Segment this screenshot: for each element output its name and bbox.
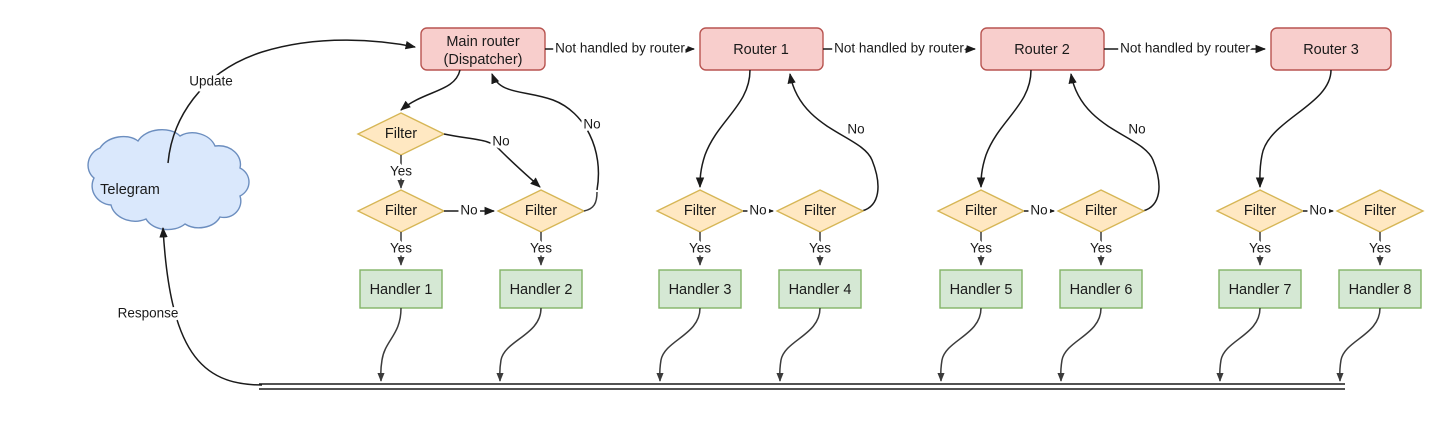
main-router-label-line2: (Dispatcher) xyxy=(444,52,523,68)
edge-label-yes-2: Yes xyxy=(390,241,412,256)
edge-main-to-filter-a xyxy=(400,69,461,111)
filter-e-label: Filter xyxy=(804,203,836,219)
handler-5-label: Handler 5 xyxy=(950,282,1013,298)
handler-2-node[interactable]: Handler 2 xyxy=(499,269,583,309)
edge-label-yes-8: Yes xyxy=(1249,241,1271,256)
router-3-label: Router 3 xyxy=(1303,42,1359,58)
edge-label-yes-9: Yes xyxy=(1369,241,1391,256)
edge-filter-c-no-to-main xyxy=(491,73,600,191)
edge-label-response: Response xyxy=(118,306,179,321)
filter-a-label: Filter xyxy=(385,126,417,142)
filter-g-label: Filter xyxy=(1085,203,1117,219)
edge-router3-to-filter-h xyxy=(1255,69,1332,189)
handler-7-box[interactable] xyxy=(1218,269,1302,309)
edge-handler-8-to-bus xyxy=(1336,307,1381,382)
handler-1-label: Handler 1 xyxy=(370,282,433,298)
edge-label-not-handled-1: Not handled by router xyxy=(555,41,685,56)
handler-7-label: Handler 7 xyxy=(1229,282,1292,298)
edge-label-no-r2-2: No xyxy=(1128,122,1145,137)
edge-label-no-main-3: No xyxy=(583,117,600,132)
handler-8-label: Handler 8 xyxy=(1349,282,1412,298)
handler-4-label: Handler 4 xyxy=(789,282,852,298)
edge-label-yes-6: Yes xyxy=(970,241,992,256)
handler-3-node[interactable]: Handler 3 xyxy=(658,269,742,309)
edge-label-update: Update xyxy=(189,74,233,89)
edge-label-no-main-2: No xyxy=(460,203,477,218)
router-2-node[interactable]: Router 2 xyxy=(980,27,1105,71)
edge-router2-to-filter-f xyxy=(976,69,1032,189)
filter-c-node[interactable]: Filter xyxy=(496,189,586,233)
main-router-node[interactable]: Main router (Dispatcher) xyxy=(420,27,546,71)
edge-label-yes-1: Yes xyxy=(390,164,412,179)
edge-label-no-main-1: No xyxy=(492,134,509,149)
filter-h-label: Filter xyxy=(1244,203,1276,219)
edge-handler-2-to-bus xyxy=(496,307,542,382)
filter-a-node[interactable]: Filter xyxy=(356,112,446,156)
filter-i-label: Filter xyxy=(1364,203,1396,219)
handler-3-box[interactable] xyxy=(658,269,742,309)
filter-f-node[interactable]: Filter xyxy=(936,189,1026,233)
edge-label-yes-7: Yes xyxy=(1090,241,1112,256)
handler-1-box[interactable] xyxy=(359,269,443,309)
edge-update xyxy=(167,39,417,164)
router-2-label: Router 2 xyxy=(1014,42,1070,58)
filter-i-node[interactable]: Filter xyxy=(1335,189,1425,233)
handler-7-node[interactable]: Handler 7 xyxy=(1218,269,1302,309)
edge-label-no-r1-2: No xyxy=(847,122,864,137)
edge-handler-6-to-bus xyxy=(1057,307,1102,382)
router-1-node[interactable]: Router 1 xyxy=(699,27,824,71)
telegram-label: Telegram xyxy=(100,182,160,198)
filter-b-node[interactable]: Filter xyxy=(356,189,446,233)
edge-handler-1-to-bus xyxy=(377,307,402,382)
filter-h-node[interactable]: Filter xyxy=(1215,189,1305,233)
edge-label-yes-4: Yes xyxy=(689,241,711,256)
filter-d-node[interactable]: Filter xyxy=(655,189,745,233)
edge-handler-7-to-bus xyxy=(1216,307,1261,382)
edge-label-yes-3: Yes xyxy=(530,241,552,256)
handler-3-label: Handler 3 xyxy=(669,282,732,298)
handler-6-node[interactable]: Handler 6 xyxy=(1059,269,1143,309)
edge-label-no-r2-1: No xyxy=(1030,203,1047,218)
handler-6-box[interactable] xyxy=(1059,269,1143,309)
filter-d-label: Filter xyxy=(684,203,716,219)
handler-1-node[interactable]: Handler 1 xyxy=(359,269,443,309)
edge-router1-to-filter-d xyxy=(695,69,751,189)
edge-label-yes-5: Yes xyxy=(809,241,831,256)
telegram-cloud: Telegram xyxy=(87,129,250,231)
handler-5-node[interactable]: Handler 5 xyxy=(939,269,1023,309)
handler-2-box[interactable] xyxy=(499,269,583,309)
handler-5-box[interactable] xyxy=(939,269,1023,309)
edge-filter-e-no-to-router1 xyxy=(787,72,879,212)
filter-e-node[interactable]: Filter xyxy=(775,189,865,233)
edge-label-no-r1-1: No xyxy=(749,203,766,218)
router-1-label: Router 1 xyxy=(733,42,789,58)
filter-b-label: Filter xyxy=(385,203,417,219)
router-3-node[interactable]: Router 3 xyxy=(1270,27,1392,71)
edge-filter-g-no-to-router2 xyxy=(1068,72,1160,212)
handler-8-box[interactable] xyxy=(1338,269,1422,309)
handler-2-label: Handler 2 xyxy=(510,282,573,298)
handler-4-box[interactable] xyxy=(778,269,862,309)
filter-f-label: Filter xyxy=(965,203,997,219)
handler-6-label: Handler 6 xyxy=(1070,282,1133,298)
handler-4-node[interactable]: Handler 4 xyxy=(778,269,862,309)
edge-response xyxy=(159,226,263,386)
handler-8-node[interactable]: Handler 8 xyxy=(1338,269,1422,309)
edge-handler-3-to-bus xyxy=(656,307,701,382)
edge-label-not-handled-3: Not handled by router xyxy=(1120,41,1250,56)
edge-filter-c-right-stub xyxy=(583,191,598,212)
edge-handler-4-to-bus xyxy=(776,307,821,382)
filter-c-label: Filter xyxy=(525,203,557,219)
main-router-label-line1: Main router xyxy=(446,34,520,50)
edge-label-not-handled-2: Not handled by router xyxy=(834,41,964,56)
edge-handler-5-to-bus xyxy=(937,307,982,382)
filter-g-node[interactable]: Filter xyxy=(1056,189,1146,233)
edge-label-no-r3-1: No xyxy=(1309,203,1326,218)
edge-filter-a-no-to-filter-c xyxy=(443,133,541,188)
